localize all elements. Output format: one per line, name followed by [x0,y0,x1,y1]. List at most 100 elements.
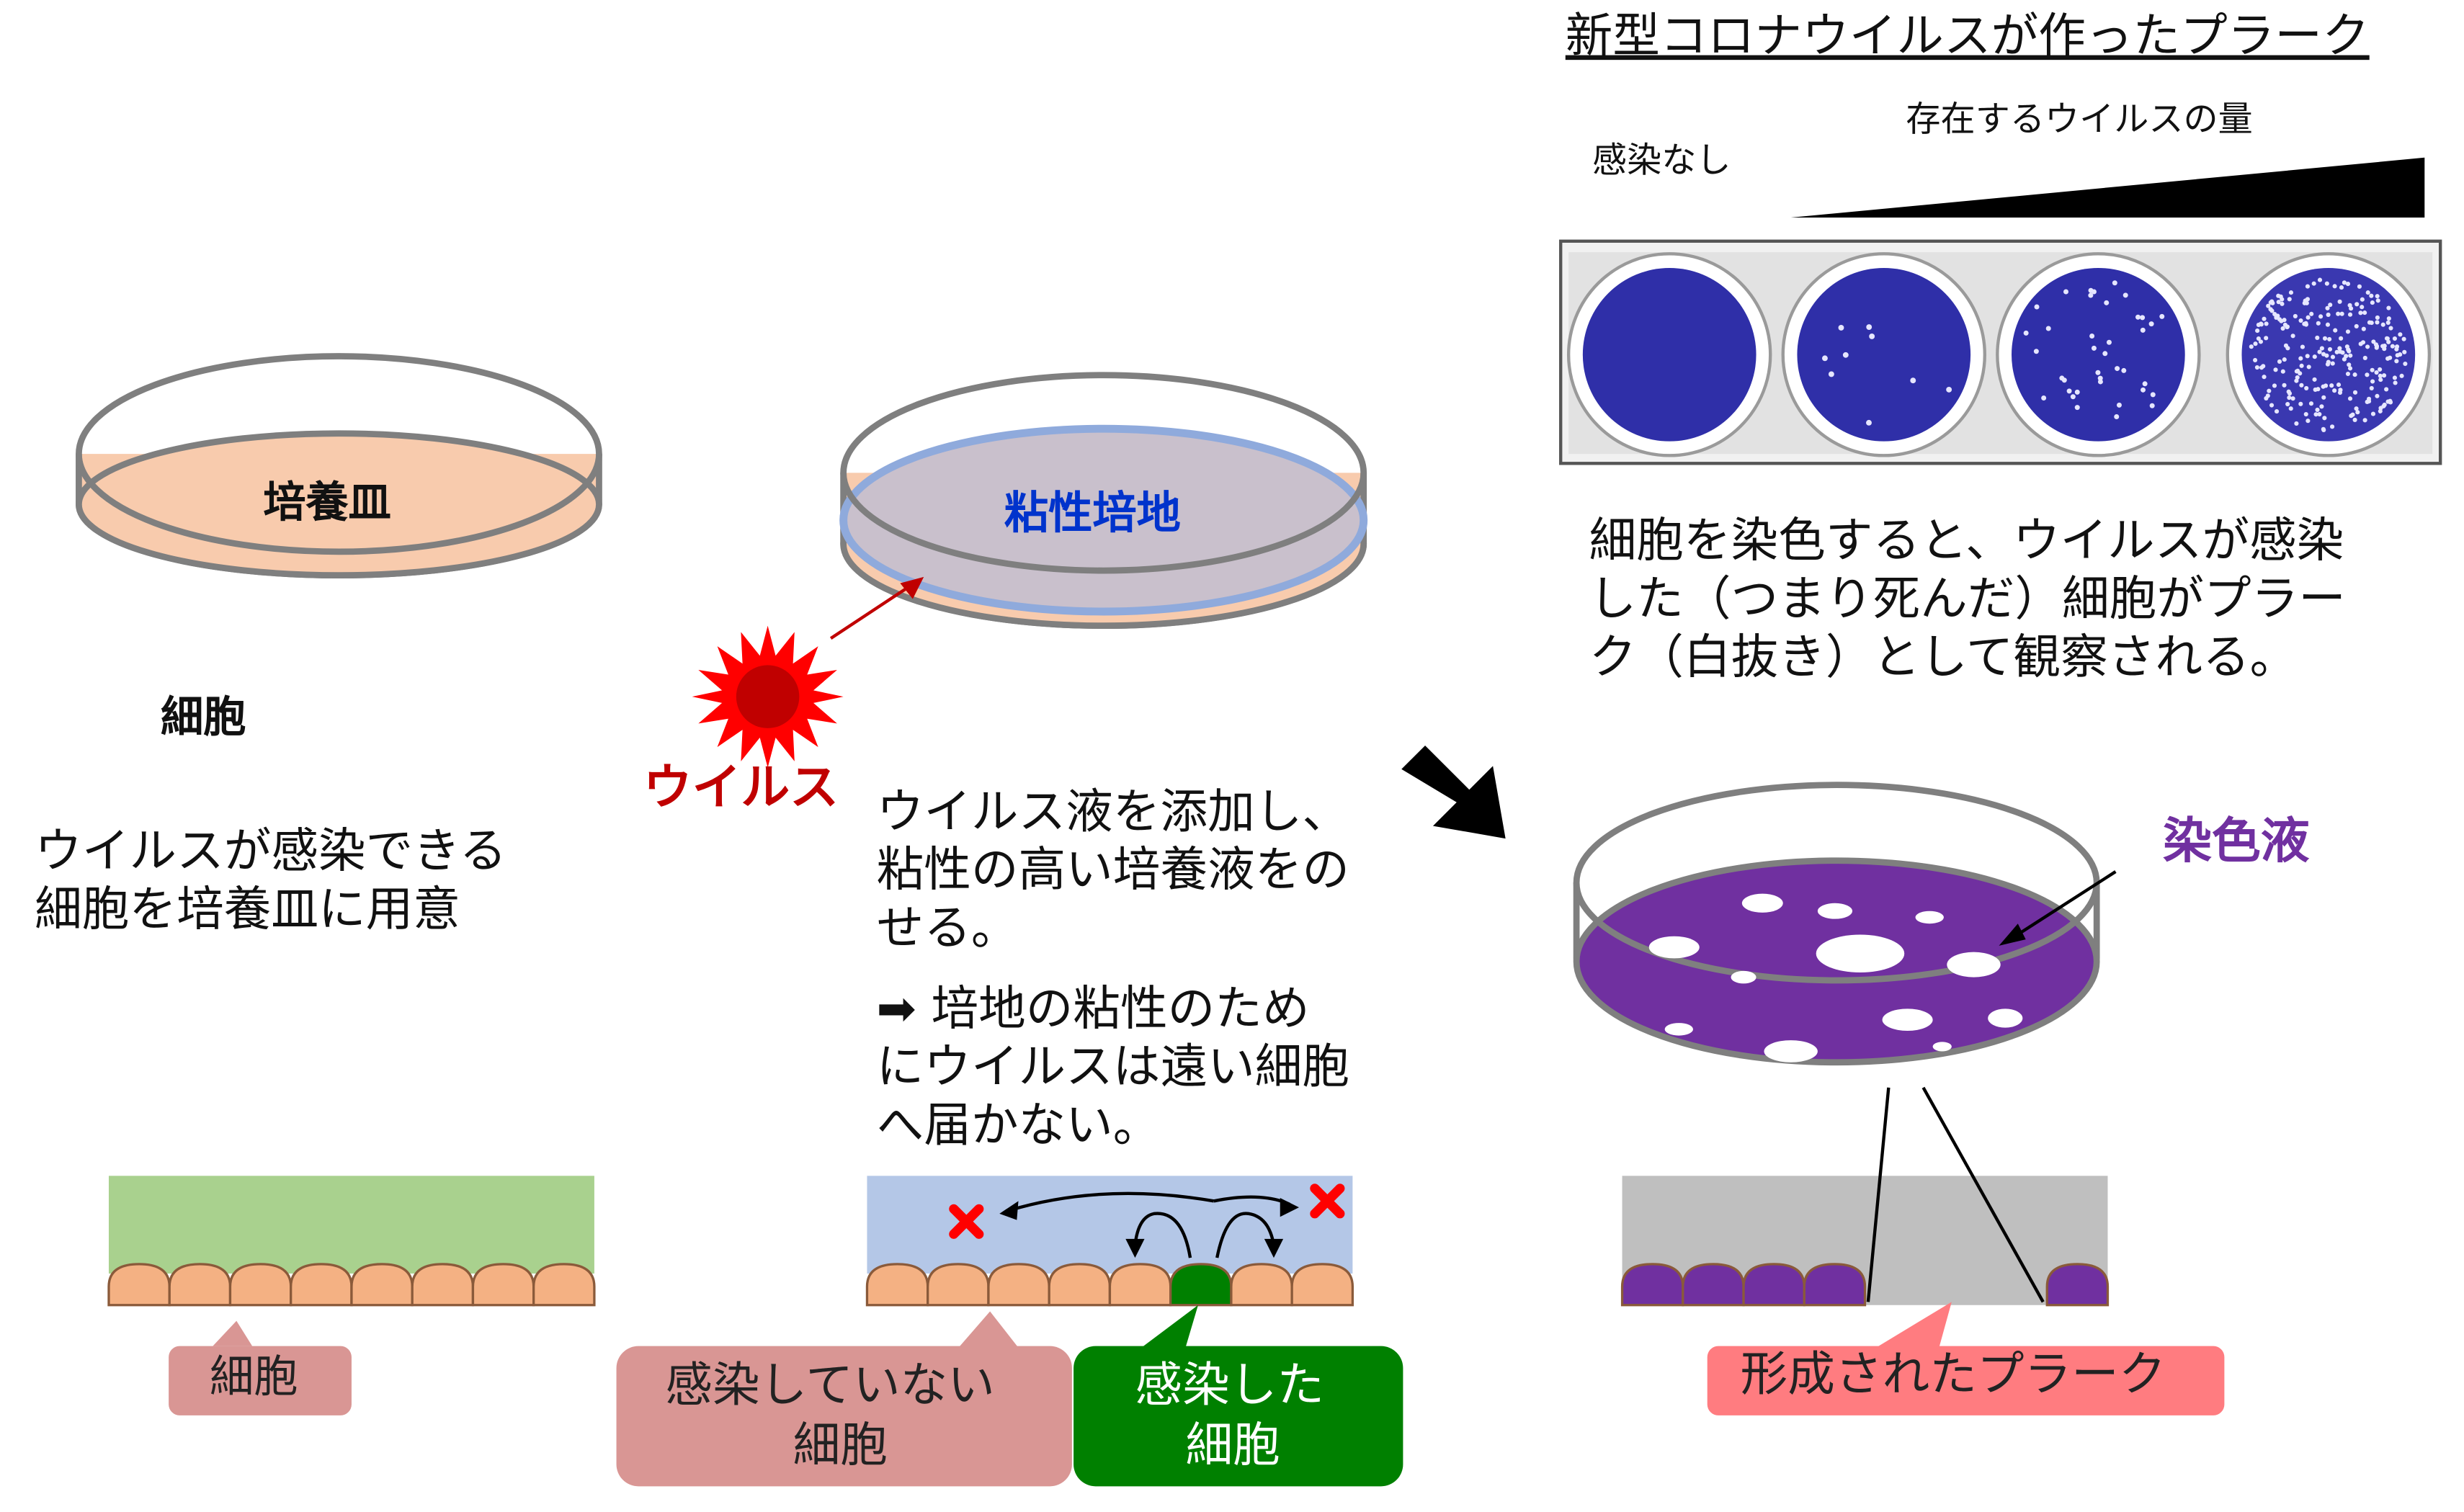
plaque-dot [2140,327,2146,333]
plaque-dot [2365,344,2370,349]
plaque-dot [2365,372,2370,377]
plaque-dot [2370,367,2375,372]
dish1-caption-line2: 細胞を培養皿に用意 [35,882,460,938]
plaque-dot [2352,417,2357,422]
plaque-dot [2326,359,2331,364]
plaque-dot [2316,321,2321,326]
plaque-dot [2306,364,2311,370]
plaque-dot [2382,344,2387,349]
cell [350,1263,414,1307]
dish1-callout-text: 細胞 [210,1351,298,1403]
cell [987,1263,1050,1307]
plaque-dot [1822,355,1828,362]
plaque-dot [2322,416,2327,421]
plaque-dot [2347,396,2353,401]
dish2-caption1-line1: ウイルス液を添加し、 [876,784,1350,841]
plaque-dot [2401,336,2406,341]
callout-uninfected-line1: 感染していない [665,1359,995,1414]
callout-uninfected [616,1311,1072,1487]
plaque-dot [2327,336,2332,341]
plaque-dot [2277,359,2282,364]
plaque-dot [2070,394,2076,400]
plaque-dot [2261,364,2266,369]
plaque-dot [2102,351,2108,357]
plaque-dot [2360,340,2366,345]
plaque-dot [2390,344,2395,349]
plaque-dot [2266,303,2271,308]
plaque-dot [2330,354,2336,359]
plaque-dot [2347,303,2352,308]
plaque-dot [2374,370,2379,375]
plaque-dot [2290,396,2295,401]
plaque-dot [2317,349,2322,354]
plaque-dot [2337,299,2342,304]
petri-dish-1 [76,353,602,579]
plaque-dot [2360,297,2365,302]
cell [1169,1263,1233,1307]
plaque-dot [2325,305,2330,310]
plaque-dot [2366,396,2372,401]
plaque-dot [2253,357,2258,363]
plaque-dot [2386,339,2391,344]
plaque-dot [2312,354,2317,359]
plaque-dot [2344,354,2349,359]
plaque-dot [2280,297,2285,302]
plaque-dot [2385,320,2391,325]
plaque-dot [2348,353,2353,358]
plaque-dot [2385,336,2390,341]
plaque-dot [2150,392,2156,398]
cell [1230,1263,1293,1307]
plaque-dot [2089,334,2095,339]
cell-strip-1 [107,1176,596,1307]
plaque-dot [2318,314,2324,319]
plaque-dot [2347,362,2352,367]
plaque-dot [2321,395,2326,400]
plaque-dot [2313,412,2318,417]
plaque-dot [2375,294,2380,299]
plaque-dot [2370,300,2375,305]
plaque-dot [2262,316,2267,321]
plaque-dot [2298,401,2303,406]
plaque-dot [2352,390,2358,395]
plaque-dot [2305,315,2311,320]
plaque-dot [2319,404,2324,409]
plaque-dot [1842,352,1849,358]
plaque-dot [2303,411,2308,417]
plaque-dot [2097,379,2103,385]
plaque-dot [2095,370,2101,375]
plaque-dot [2330,361,2335,366]
plaque-dot [2382,402,2387,407]
dish1-cell-label: 細胞 [161,693,246,743]
plaque-dot [2274,315,2279,320]
virus-icon [692,625,844,768]
plaque-dot [2334,349,2339,354]
plaque-dot [2340,350,2345,355]
plaque-dot [2375,315,2380,320]
plaque-dot [2288,406,2293,411]
plaque-dot [2282,357,2287,362]
plaque-dot [2280,301,2285,306]
callout-infected-line1: 感染した [1135,1359,1325,1414]
plaque-dot [2287,395,2292,401]
plaque-dot [2265,393,2270,398]
plaque-dot [2305,419,2311,424]
plaque-dot [2268,307,2273,312]
plaque-dot [2339,285,2344,290]
plaque-dot [2315,407,2320,412]
plaque-dot [2378,373,2383,378]
dish2-caption1-line2: 粘性の高い培養液をの [876,843,1350,899]
plaque-dot [2345,371,2351,377]
plaque-dot [2386,305,2391,310]
plaque-dot [2269,403,2275,408]
plaque-dot [2328,303,2333,308]
cell [532,1263,596,1307]
plaque-dot [2393,380,2398,385]
plate-photo [1559,239,2442,465]
plaque-dot [2285,401,2290,407]
plaque-dot [2357,284,2362,289]
plaque-dot [2316,387,2321,392]
plaque-dot [2388,326,2393,331]
plaque-dot [2398,332,2403,337]
plaque-dot [2375,298,2380,303]
